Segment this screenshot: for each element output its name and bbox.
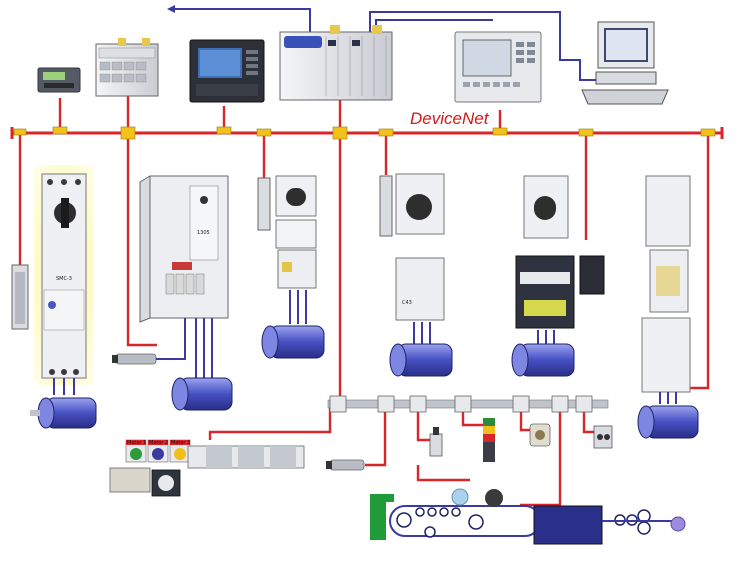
- small-operator-display: [37, 67, 81, 93]
- motor-starter-4: [515, 175, 605, 346]
- devicenet-trunk: [10, 127, 724, 139]
- controllogix-chassis: [279, 25, 393, 101]
- inductive-sensor: [593, 425, 613, 449]
- motor-3: [261, 325, 325, 359]
- devicenet-drops: [18, 96, 710, 507]
- stack-light: [483, 418, 495, 462]
- pushbutton-motor-1: Motor 1: [125, 439, 147, 463]
- pushbutton-station: Motor 1 Motor 2 Motor 3: [109, 439, 191, 497]
- device-distribution-bus: [327, 395, 609, 413]
- computer-workstation: [581, 21, 669, 105]
- proximity-sensor-left: [112, 318, 186, 365]
- operator-panel-hmi: [189, 39, 265, 103]
- motor-4: [389, 343, 453, 377]
- devicenet-label: DeviceNet: [410, 109, 490, 128]
- motor-6: [637, 405, 699, 439]
- motor-1: [30, 397, 97, 429]
- motor-2: [171, 377, 233, 411]
- drive-label: 1305: [197, 230, 210, 236]
- limit-switch: [429, 427, 443, 457]
- pushbutton-motor-3: Motor 3: [169, 439, 191, 463]
- pushbutton-label-2: Motor 2: [149, 440, 168, 446]
- motor-starter-2: [257, 175, 317, 324]
- proximity-sensor-bottom: [326, 459, 365, 471]
- conveyor-process: [370, 488, 686, 545]
- industrial-terminal: [454, 31, 542, 103]
- pushbutton-label-1: Motor 1: [127, 440, 146, 446]
- smc-3-starter: SMC-3: [34, 165, 94, 395]
- small-plc: [95, 38, 159, 97]
- trunk-taps: [13, 126, 716, 140]
- pushbutton-label-3: Motor 3: [171, 440, 190, 446]
- motor-5: [511, 343, 575, 377]
- motors: [30, 325, 699, 439]
- pushbutton-motor-2: Motor 2: [147, 439, 169, 463]
- drive2-label: C43: [402, 300, 412, 306]
- motor-starter-3: C43: [379, 173, 445, 346]
- drive-enclosure: 1305: [139, 175, 229, 378]
- smc-3-label: SMC-3: [56, 276, 72, 282]
- io-terminal-rail: [187, 445, 305, 469]
- field-devices: [326, 418, 613, 471]
- photo-sensor: [529, 423, 551, 447]
- flex-io-block-left: [11, 264, 29, 330]
- motor-starter-5: [641, 175, 691, 404]
